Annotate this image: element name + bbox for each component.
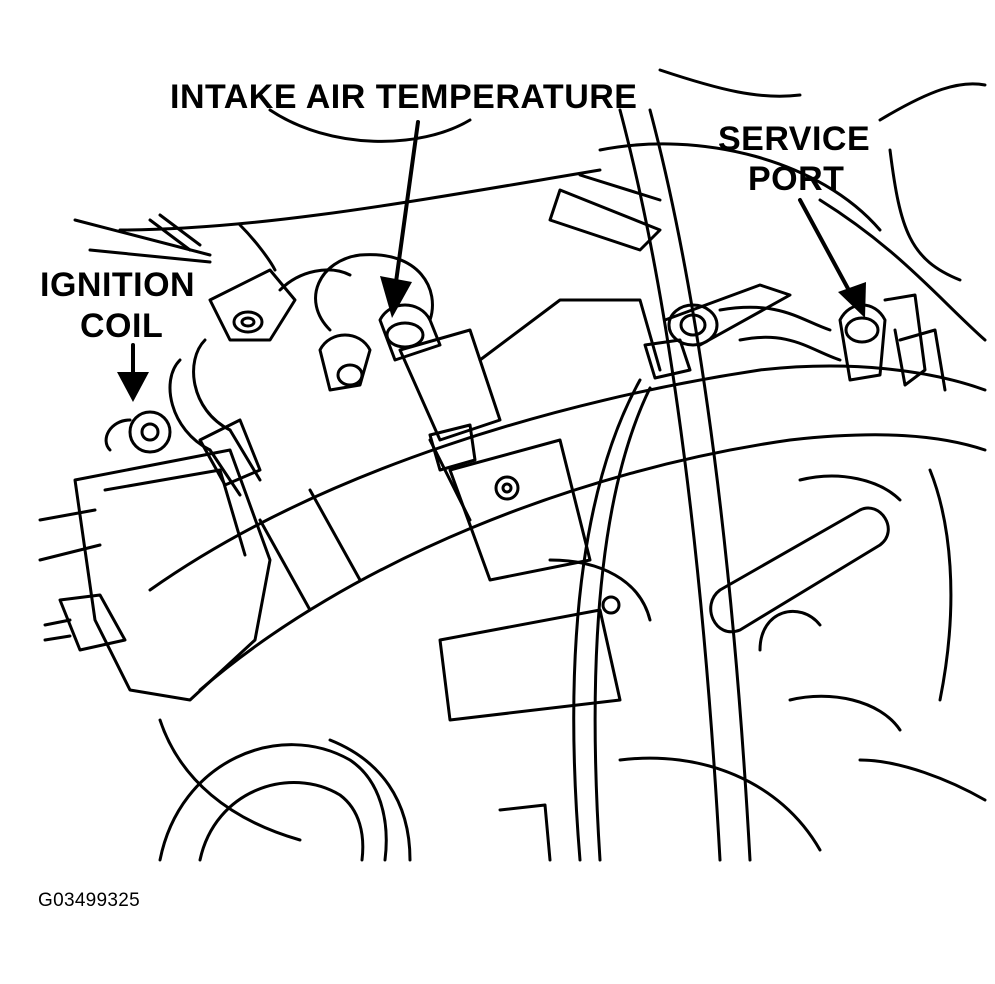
throttle-body [438, 173, 662, 722]
ignition-coil-label-line2: COIL [80, 307, 164, 345]
ignition-coil-label-line1: IGNITION [40, 266, 196, 304]
engine-background-contours [38, 68, 987, 562]
wiring-harness [168, 338, 262, 497]
service-port [838, 293, 947, 392]
intake-air-temperature-label: INTAKE AIR TEMPERATURE [170, 78, 638, 116]
service-port-arrow [798, 198, 866, 318]
figure-id: G03499325 [38, 890, 141, 911]
intake-air-temperature-sensor [318, 303, 502, 472]
right-side-components [618, 468, 987, 852]
vacuum-hoses [572, 108, 842, 862]
ignition-coil-arrow [117, 343, 149, 402]
service-port-label-line1: SERVICE [718, 120, 871, 158]
pulley [158, 738, 552, 862]
leader-arrows [117, 120, 866, 402]
bracket [208, 223, 297, 342]
ignition-coil [43, 410, 272, 702]
service-port-label-line2: PORT [748, 160, 845, 198]
air-intake-tube [148, 364, 987, 842]
intake-air-temperature-arrow [380, 120, 420, 318]
